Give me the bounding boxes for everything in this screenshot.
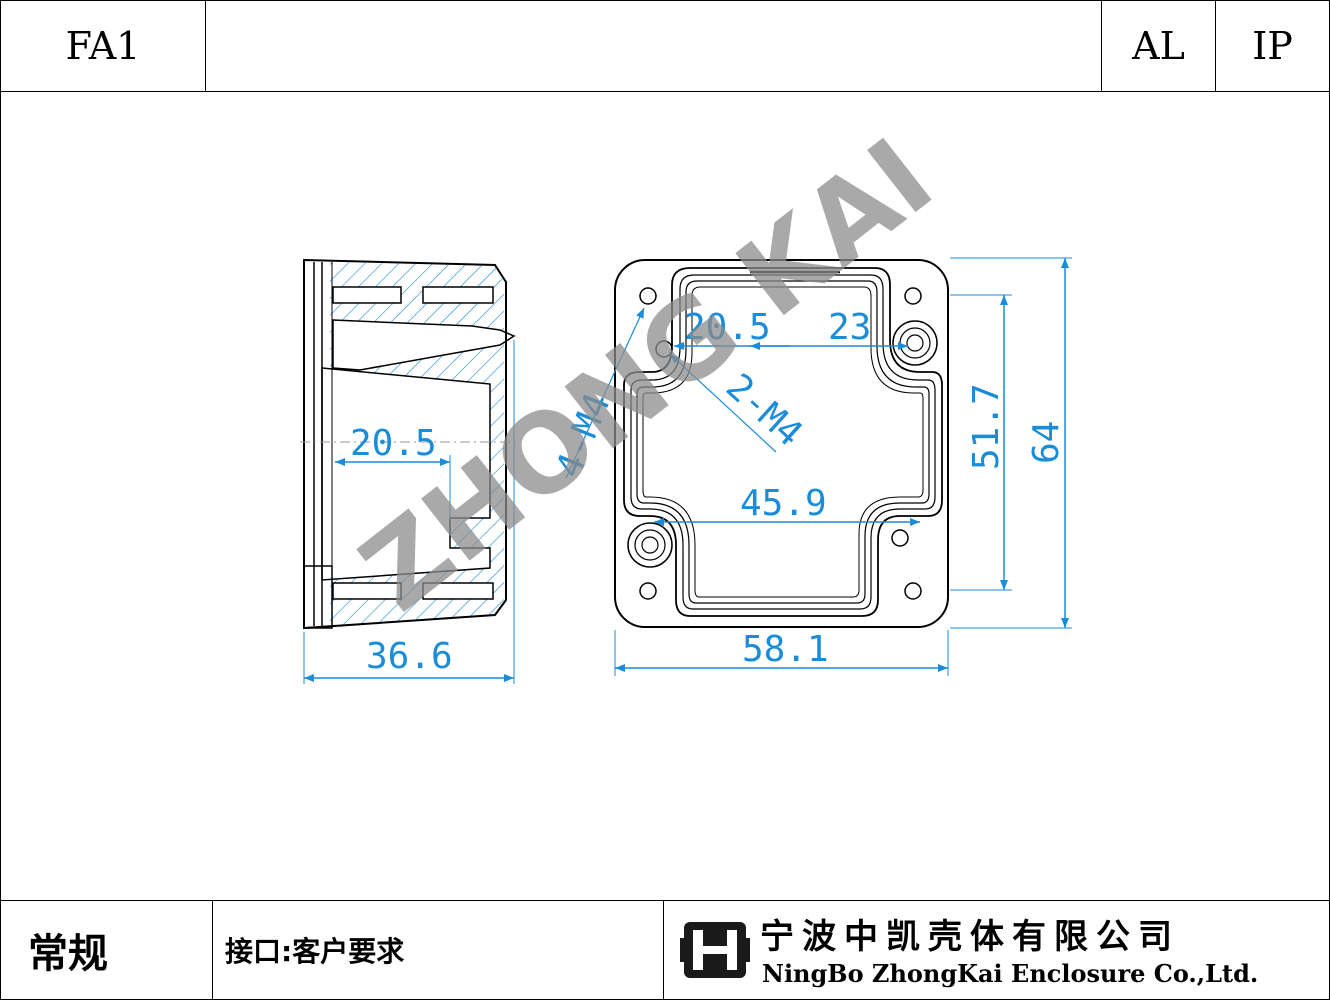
side-dim-36-6: 36.6: [366, 636, 453, 677]
top-inner-contour-floor: [642, 286, 924, 598]
protection-cell: IP: [1215, 0, 1330, 92]
top-dim-64: 64: [1026, 421, 1067, 464]
model-label: FA1: [65, 24, 141, 68]
top-dim-45-9: 45.9: [740, 483, 827, 524]
corner-holes: [639, 287, 922, 600]
inner-boss-right-small: [891, 529, 909, 547]
side-cavity: [321, 367, 491, 581]
corner-hole-br: [904, 582, 922, 600]
inner-boss-left-large: [627, 522, 673, 568]
inner-boss-right-large: [892, 320, 938, 366]
material-label: AL: [1132, 24, 1185, 68]
top-dim-58-1: 58.1: [742, 629, 829, 670]
corner-hole-tr: [904, 287, 922, 305]
top-dim-23: 23: [828, 307, 871, 348]
company-logo: [680, 922, 750, 978]
side-upper-boss: [332, 319, 516, 371]
side-section-view: 20.5 36.6: [300, 258, 520, 684]
side-slot-2: [422, 286, 494, 304]
footer-divider: [0, 900, 1330, 901]
protection-label: IP: [1252, 24, 1293, 68]
top-dim-51-7: 51.7: [966, 383, 1007, 470]
company-name-cn: 宁波中凯壳体有限公司: [760, 917, 1180, 957]
side-slot-4: [422, 582, 494, 600]
leader-2-m4: [669, 353, 777, 453]
top-outer-body: [614, 259, 949, 628]
side-foot: [303, 565, 333, 629]
interface-cell: 接口:客户要求: [212, 900, 664, 1000]
top-dim-20-5: 20.5: [684, 307, 771, 348]
header-divider: [0, 91, 1330, 92]
top-inner-contour-inner: [636, 280, 930, 604]
interface-note: 接口:客户要求: [225, 935, 405, 968]
inner-boss-left-small: [655, 340, 673, 358]
side-dim-20-5: 20.5: [350, 423, 437, 464]
category-cell: 常规: [0, 900, 213, 1000]
top-inner-contour-mid: [630, 274, 936, 610]
side-slot-3: [332, 582, 402, 600]
top-inner-contour-outer: [623, 267, 943, 617]
corner-hole-tl: [639, 287, 657, 305]
corner-hole-bl: [639, 582, 657, 600]
company-name-en: NingBo ZhongKai Enclosure Co.,Ltd.: [762, 959, 1258, 988]
side-slot-1: [332, 286, 402, 304]
leader-4-m4: [565, 307, 645, 479]
category-label: 常规: [28, 931, 108, 977]
